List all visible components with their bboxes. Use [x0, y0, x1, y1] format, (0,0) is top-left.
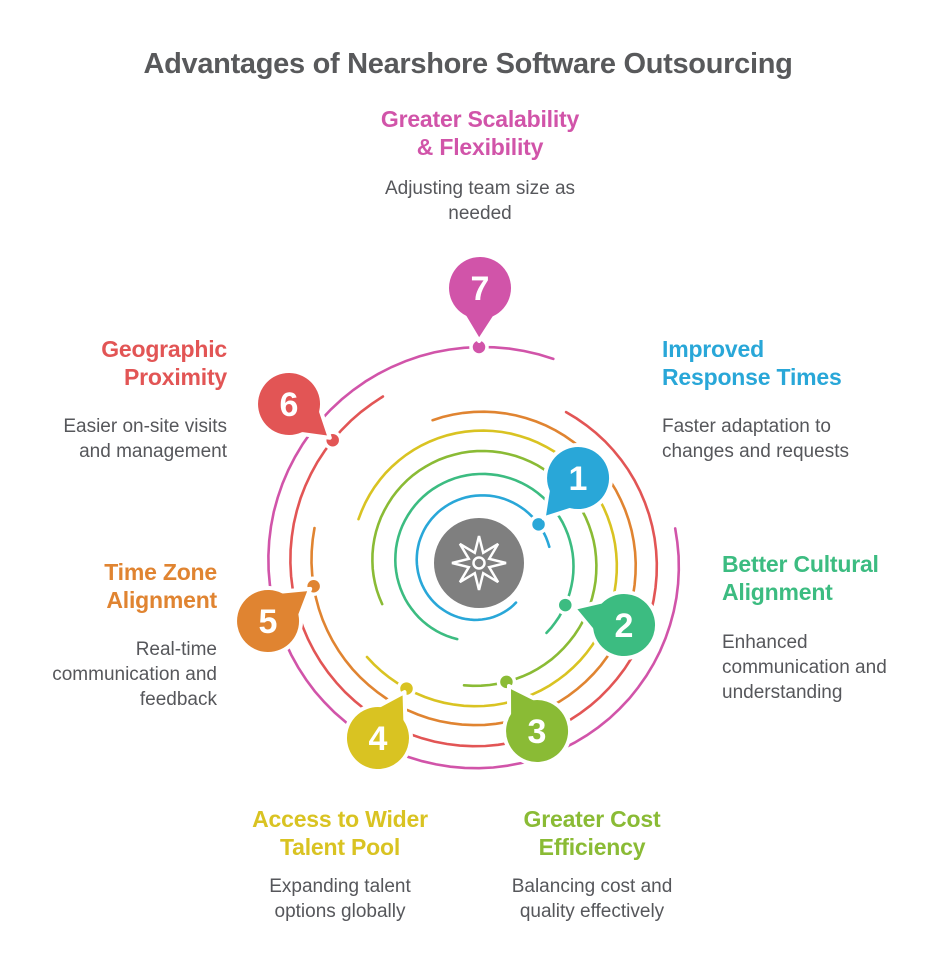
spiral-arc-7 — [267, 345, 681, 770]
item-time-zone-alignment: Time Zone Alignment Real-time communicat… — [25, 559, 217, 712]
progress-dot-2 — [555, 595, 576, 615]
item-desc: Real-time communication and feedback — [52, 639, 217, 710]
item-title: Time Zone Alignment — [104, 559, 217, 613]
item-desc: Enhanced communication and understanding — [722, 632, 887, 703]
item-improved-response-times: Improved Response Times Faster adaptatio… — [662, 336, 912, 465]
spiral-arc-4 — [357, 429, 619, 708]
item-title: Access to Wider Talent Pool — [252, 806, 428, 860]
step-number-4: 4 — [369, 720, 388, 758]
spiral-arc-5 — [310, 410, 638, 727]
item-desc: Easier on-site visits and management — [63, 416, 227, 462]
item-access-to-wider-talent-pool: Access to Wider Talent Pool Expanding ta… — [228, 806, 452, 925]
item-title: Improved Response Times — [662, 336, 842, 390]
item-desc: Faster adaptation to changes and request… — [662, 416, 849, 462]
item-geographic-proximity: Geographic Proximity Easier on-site visi… — [25, 336, 227, 465]
item-desc: Adjusting team size as needed — [384, 178, 576, 224]
progress-dot-1 — [528, 514, 549, 535]
step-bubble-3 — [502, 684, 573, 767]
center-hub — [430, 514, 528, 612]
step-number-5: 5 — [259, 603, 278, 641]
step-bubble-2 — [571, 590, 660, 661]
item-greater-scalability-flexibility: Greater Scalability & Flexibility Adjust… — [368, 106, 592, 227]
item-title: Greater Scalability & Flexibility — [380, 106, 580, 160]
step-number-7: 7 — [471, 270, 490, 308]
item-greater-cost-efficiency: Greater Cost Efficiency Balancing cost a… — [480, 806, 704, 925]
step-bubble-1 — [541, 443, 614, 521]
compass-star-icon — [451, 535, 507, 591]
item-desc: Balancing cost and quality effectively — [511, 876, 673, 922]
spiral-arc-6 — [289, 395, 659, 748]
step-bubble-4 — [343, 690, 413, 773]
item-title: Greater Cost Efficiency — [523, 806, 661, 860]
step-bubble-7 — [445, 253, 516, 343]
step-bubble-5 — [233, 586, 313, 656]
item-title: Better Cultural Alignment — [722, 551, 879, 605]
step-number-1: 1 — [569, 460, 588, 498]
spiral-arc-2 — [393, 472, 575, 641]
item-better-cultural-alignment: Better Cultural Alignment Enhanced commu… — [722, 551, 936, 705]
item-title: Geographic Proximity — [101, 336, 227, 390]
step-bubble-6 — [254, 369, 332, 440]
spiral-arc-1 — [415, 494, 551, 622]
step-number-6: 6 — [280, 386, 299, 424]
step-number-2: 2 — [615, 607, 634, 645]
item-desc: Expanding talent options globally — [269, 876, 411, 922]
compass-star-center — [472, 556, 486, 570]
step-number-3: 3 — [528, 713, 547, 751]
page-title: Advantages of Nearshore Software Outsour… — [143, 48, 793, 80]
